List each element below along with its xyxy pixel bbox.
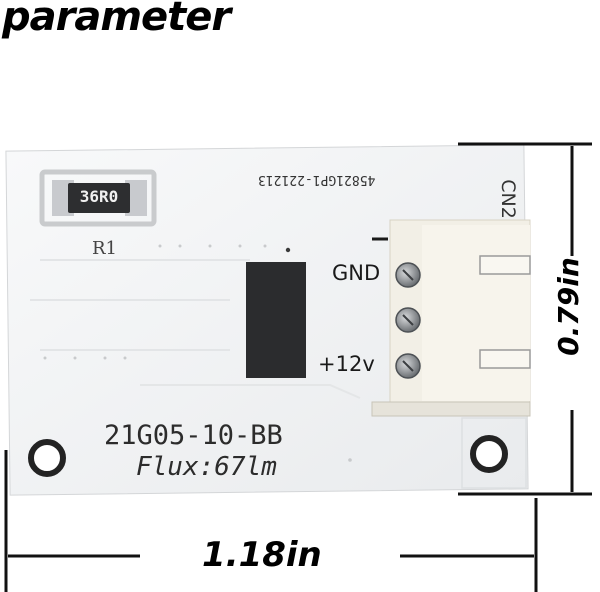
resistor-pad-frame — [39, 169, 157, 227]
mounting-hole-right — [470, 435, 508, 473]
model-number: 21G05-10-BB — [104, 420, 283, 451]
serial-label: 45821GP1-221213 — [258, 172, 376, 187]
pin-label-12v: +12v — [318, 352, 375, 376]
pin-label-gnd: GND — [332, 261, 381, 285]
right-hole-pad — [461, 417, 527, 489]
connector-screws — [395, 262, 421, 379]
connector-ref: CN2 — [496, 179, 519, 219]
chip — [246, 262, 306, 378]
flux-rating: Flux:67lm — [136, 452, 277, 482]
width-dimension: 1.18in — [202, 535, 322, 575]
resistor-body — [68, 183, 130, 213]
via-dots — [43, 244, 352, 462]
height-dimension: 0.79in — [551, 257, 585, 356]
pcb-traces — [30, 259, 361, 399]
dimension-lines — [4, 142, 592, 592]
page-title: parameter — [2, 0, 231, 40]
resistor-pad-right — [125, 180, 147, 216]
via-dark — [285, 247, 291, 253]
mounting-hole-left — [28, 439, 66, 477]
resistor-code: 36R0 — [79, 187, 119, 206]
resistor-ref: R1 — [92, 238, 118, 259]
